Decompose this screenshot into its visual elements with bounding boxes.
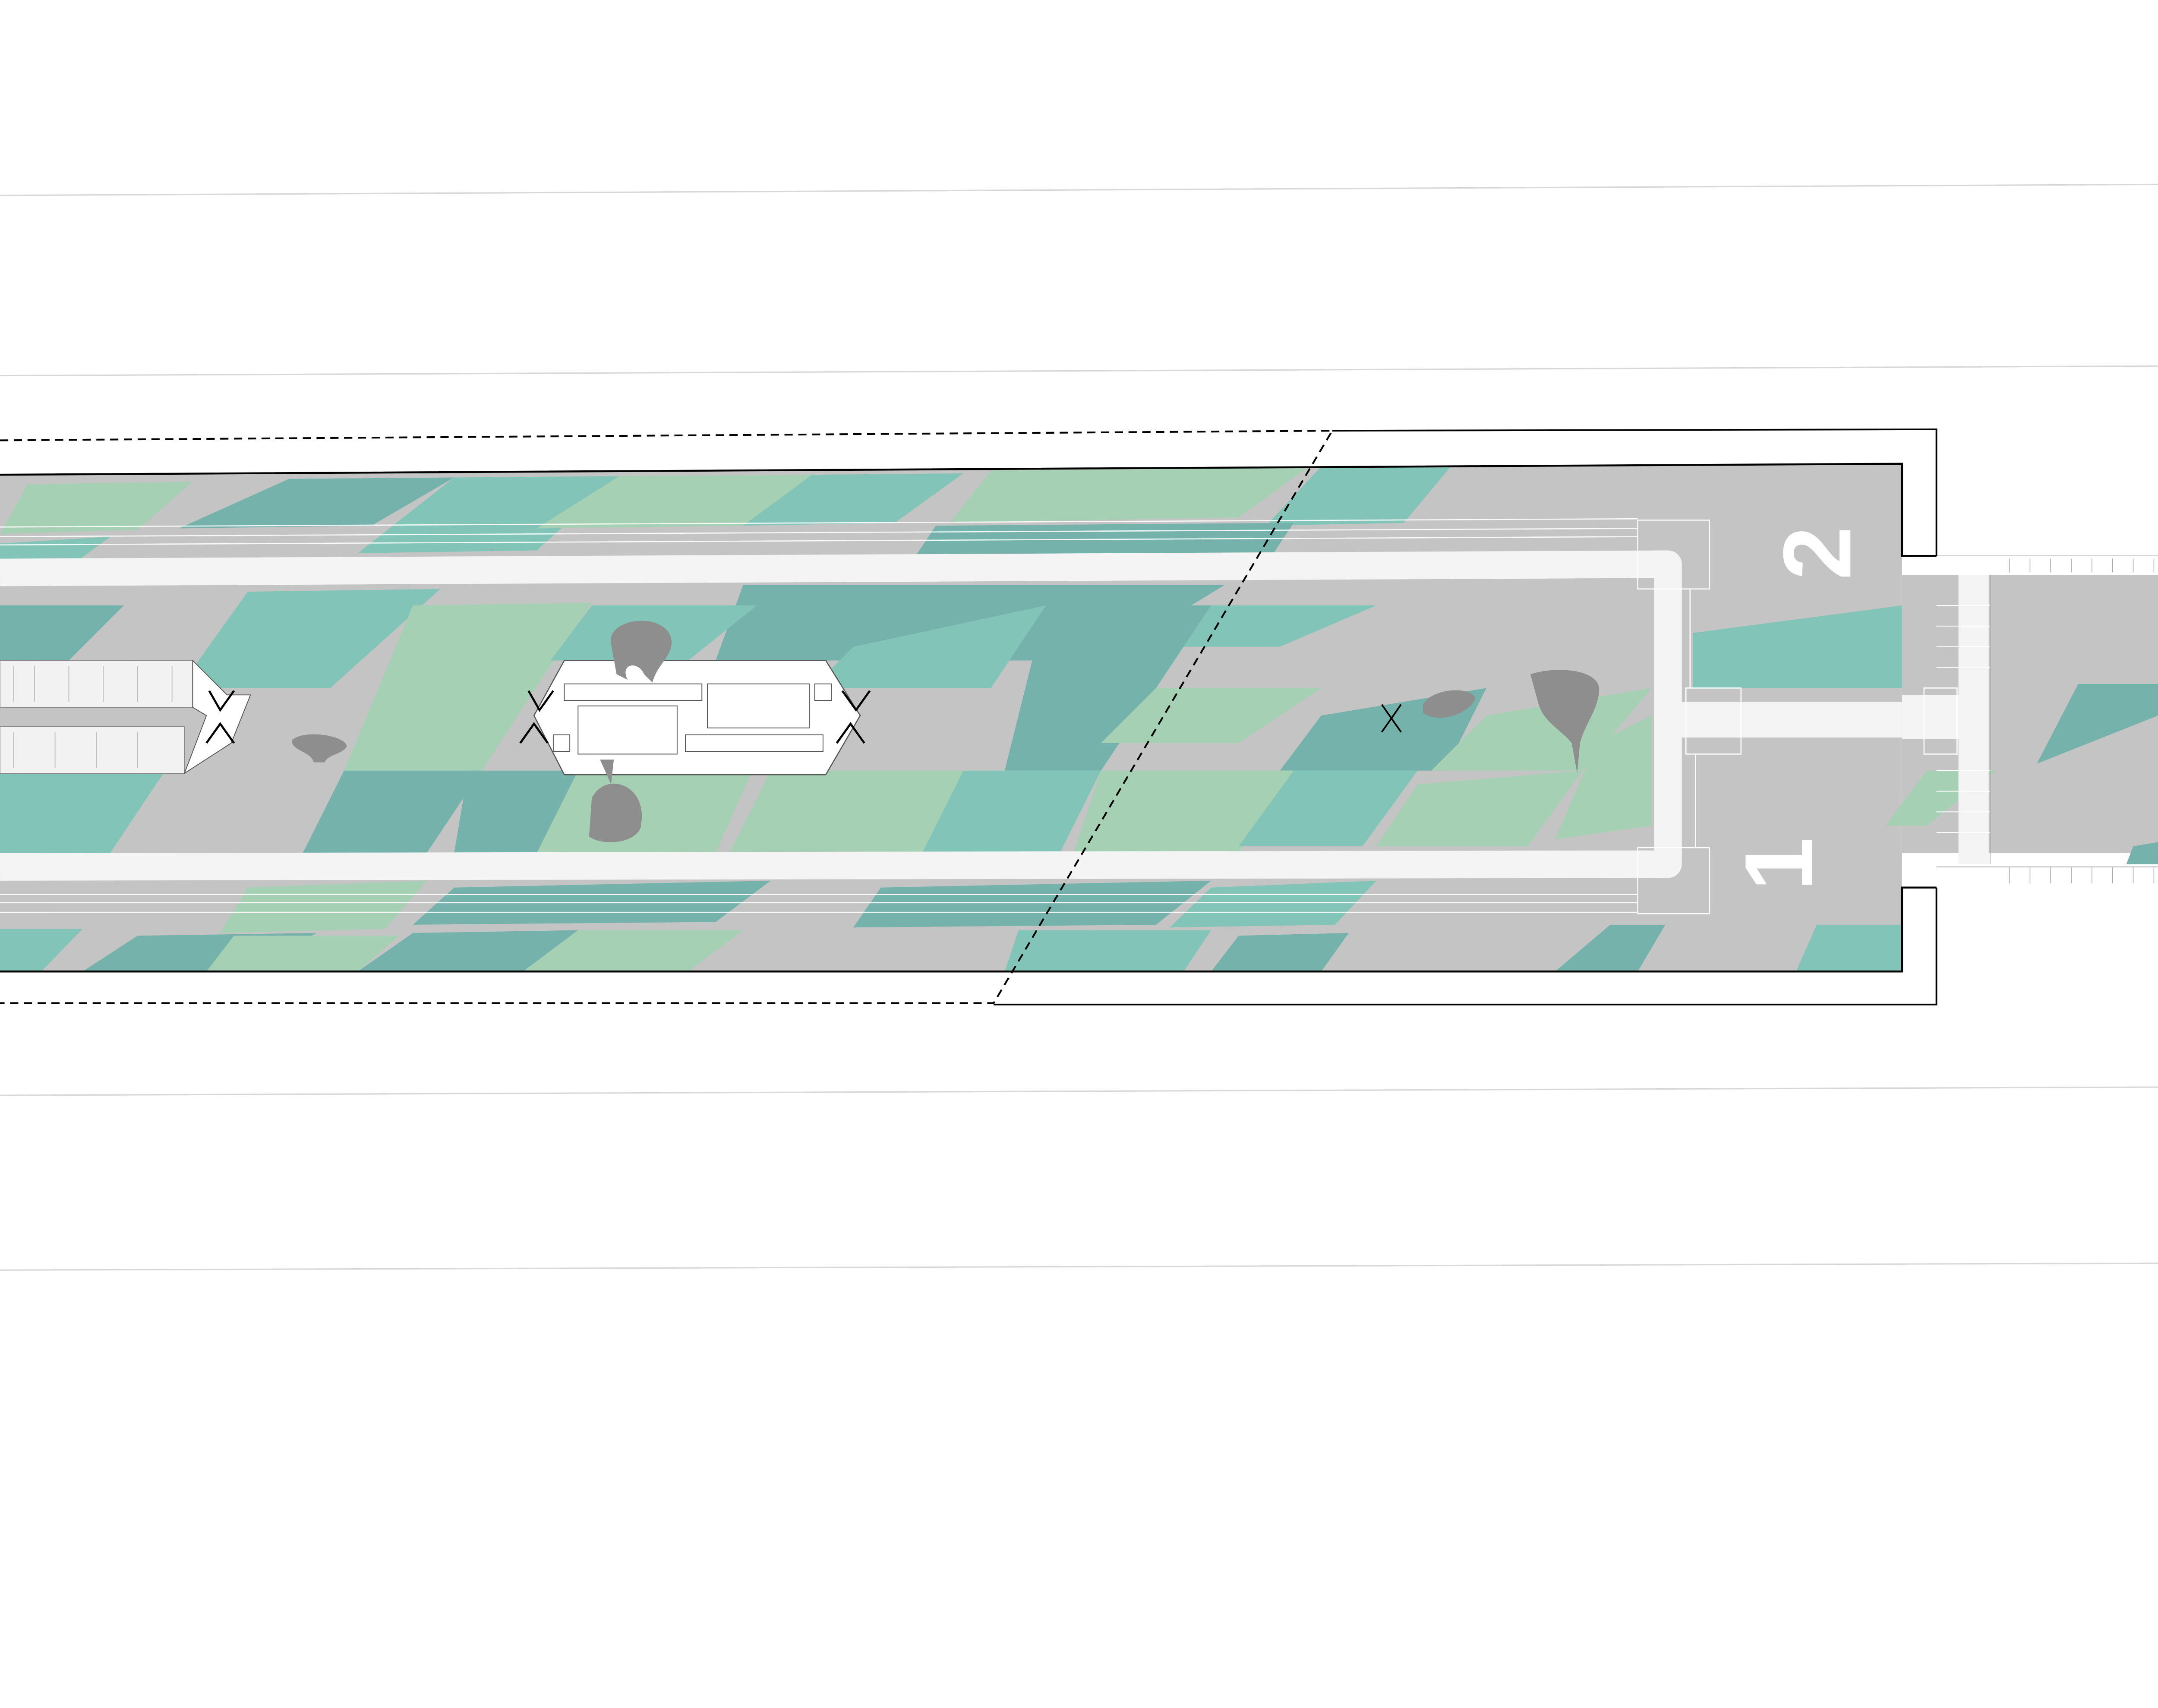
platform-plan: 2 1 <box>0 183 2158 1271</box>
platform-number-1: 1 <box>1725 837 1833 891</box>
person-figure <box>611 621 672 683</box>
track-lines <box>0 183 2158 1271</box>
escalator <box>0 659 251 775</box>
platform-outer-outline <box>994 428 1937 1005</box>
person-figure <box>589 759 642 842</box>
person-figure <box>1530 670 1600 774</box>
platform-floor <box>0 463 1902 972</box>
platform-inner-outline <box>0 463 1937 973</box>
person-figure <box>1423 690 1476 718</box>
path-junction-boxes <box>1637 520 1742 914</box>
people-figures <box>292 621 1600 842</box>
platform-edge-lines <box>0 518 1638 913</box>
x-marker-icon <box>1381 704 1402 733</box>
canopy-dashed-outline <box>0 429 1334 1004</box>
platform-number-2: 2 <box>1764 526 1871 580</box>
person-figure <box>292 734 347 763</box>
bridge-railing <box>2009 558 2155 884</box>
stair-treads <box>1936 605 1990 833</box>
connector-path <box>1668 702 1902 738</box>
footbridge <box>1885 555 2158 884</box>
kiosk <box>519 660 871 775</box>
